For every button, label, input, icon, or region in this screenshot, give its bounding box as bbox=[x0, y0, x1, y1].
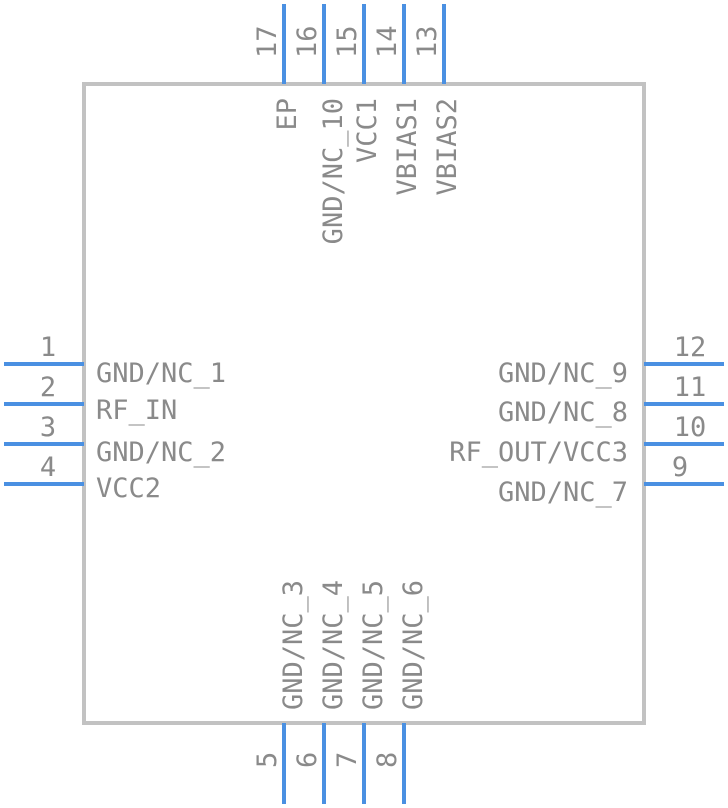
pin-11-name: GND/NC_8 bbox=[498, 397, 628, 428]
pin-4-number: 4 bbox=[40, 452, 56, 483]
pin-7-number: 7 bbox=[332, 752, 363, 768]
pin-9-name: GND/NC_7 bbox=[498, 477, 628, 508]
pin-4-name: VCC2 bbox=[96, 473, 161, 504]
pin-12-name: GND/NC_9 bbox=[498, 358, 628, 389]
pin-14-name: VBIAS1 bbox=[392, 98, 423, 196]
pin-6-name: GND/NC_4 bbox=[318, 580, 349, 710]
pin-12-number: 12 bbox=[674, 332, 707, 363]
pin-9-number: 9 bbox=[672, 452, 688, 483]
pin-16-number: 16 bbox=[292, 25, 323, 58]
pin-3-number: 3 bbox=[40, 412, 56, 443]
pin-3-name: GND/NC_2 bbox=[96, 437, 226, 468]
pin-6-number: 6 bbox=[292, 752, 323, 768]
pin-15-name: VCC1 bbox=[352, 98, 383, 163]
pin-7-name: GND/NC_5 bbox=[358, 580, 389, 710]
pin-17-number: 17 bbox=[252, 25, 283, 58]
pin-5-name: GND/NC_3 bbox=[278, 580, 309, 710]
pin-5-number: 5 bbox=[252, 752, 283, 768]
pin-8-number: 8 bbox=[372, 752, 403, 768]
pin-2-name: RF_IN bbox=[96, 395, 177, 426]
pin-11-number: 11 bbox=[674, 372, 707, 403]
pin-1-name: GND/NC_1 bbox=[96, 358, 226, 389]
pin-17-name: EP bbox=[272, 98, 303, 131]
pin-8-name: GND/NC_6 bbox=[398, 580, 429, 710]
pin-10-number: 10 bbox=[674, 412, 707, 443]
pin-1-number: 1 bbox=[40, 332, 56, 363]
pin-2-number: 2 bbox=[40, 372, 56, 403]
pin-13-name: VBIAS2 bbox=[432, 98, 463, 196]
pin-10-name: RF_OUT/VCC3 bbox=[449, 437, 628, 468]
pin-16-name: GND/NC_10 bbox=[318, 98, 349, 244]
pin-13-number: 13 bbox=[412, 25, 443, 58]
pin-14-number: 14 bbox=[372, 25, 403, 58]
pin-15-number: 15 bbox=[332, 25, 363, 58]
